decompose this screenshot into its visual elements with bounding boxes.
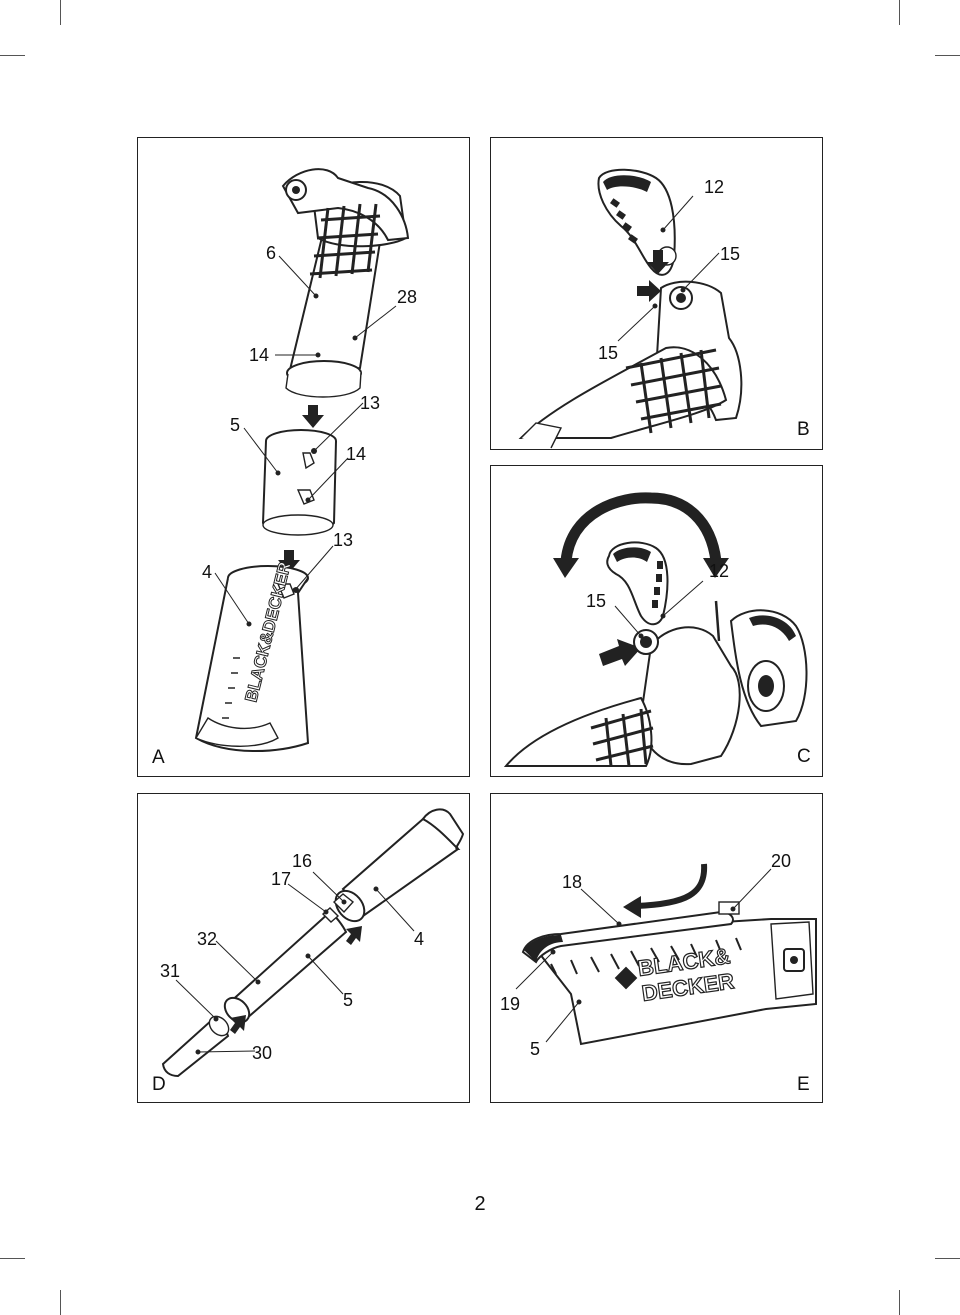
callout-32: 32 bbox=[197, 929, 218, 949]
panel-d: 16 17 32 4 31 5 30 D bbox=[137, 793, 470, 1103]
callout-14: 14 bbox=[249, 345, 270, 365]
panel-a: BLACK&DECKER 6 28 14 13 5 14 13 4 A bbox=[137, 137, 470, 777]
crop-mark bbox=[899, 0, 900, 25]
callout-15: 15 bbox=[598, 343, 619, 363]
crop-mark bbox=[935, 55, 960, 56]
callout-5: 5 bbox=[530, 1039, 541, 1059]
panel-b-illustration bbox=[518, 168, 743, 449]
callout-18: 18 bbox=[562, 872, 583, 892]
callout-30: 30 bbox=[252, 1043, 273, 1063]
callout-4: 4 bbox=[414, 929, 425, 949]
panel-e-illustration: BLACK& DECKER bbox=[515, 863, 817, 1046]
callout-15: 15 bbox=[720, 244, 741, 264]
panel-c-illustration bbox=[503, 492, 808, 767]
callout-13: 13 bbox=[333, 530, 354, 550]
panel-d-illustration bbox=[161, 808, 465, 1078]
crop-mark bbox=[899, 1290, 900, 1315]
panel-a-illustration: BLACK&DECKER bbox=[194, 168, 410, 752]
callout-15: 15 bbox=[586, 591, 607, 611]
crop-mark bbox=[935, 1258, 960, 1259]
callout-19: 19 bbox=[500, 994, 521, 1014]
panel-letter-a: A bbox=[152, 747, 165, 768]
crop-mark bbox=[60, 0, 61, 25]
callout-12: 12 bbox=[709, 561, 730, 581]
callout-4: 4 bbox=[202, 562, 213, 582]
callout-16: 16 bbox=[292, 851, 313, 871]
crop-mark bbox=[0, 1258, 25, 1259]
page-number: 2 bbox=[474, 1193, 486, 1215]
callout-20: 20 bbox=[771, 851, 792, 871]
callout-6: 6 bbox=[266, 243, 277, 263]
panel-c: 12 15 C bbox=[490, 465, 823, 777]
panel-letter-e: E bbox=[797, 1074, 810, 1095]
crop-mark bbox=[0, 55, 25, 56]
panel-b: 12 15 15 B bbox=[490, 137, 823, 450]
panel-e: BLACK& DECKER 18 20 19 5 E bbox=[490, 793, 823, 1103]
panel-letter-d: D bbox=[152, 1074, 166, 1095]
callout-5: 5 bbox=[343, 990, 354, 1010]
panel-letter-b: B bbox=[797, 419, 810, 440]
crop-mark bbox=[60, 1290, 61, 1315]
callout-17: 17 bbox=[271, 869, 292, 889]
panel-letter-c: C bbox=[797, 746, 811, 767]
callout-12: 12 bbox=[704, 177, 725, 197]
callout-14: 14 bbox=[346, 444, 367, 464]
callout-31: 31 bbox=[160, 961, 181, 981]
callout-13: 13 bbox=[360, 393, 381, 413]
callout-5: 5 bbox=[230, 415, 241, 435]
callout-28: 28 bbox=[397, 287, 418, 307]
